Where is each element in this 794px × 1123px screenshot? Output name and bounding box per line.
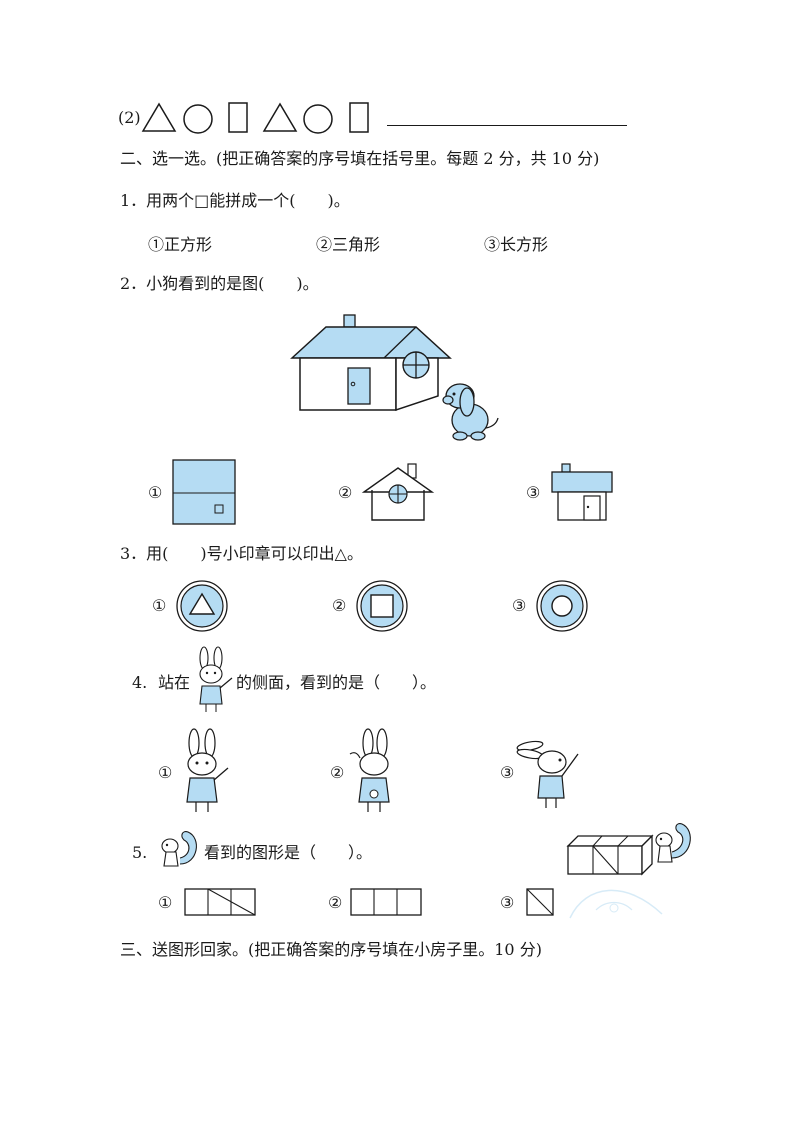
- q2-option-mark-1[interactable]: ①: [148, 483, 163, 502]
- q2-option-mark-3[interactable]: ③: [526, 483, 541, 502]
- q2-label: (2): [118, 108, 141, 127]
- q5-option-2-figure[interactable]: [350, 888, 424, 918]
- q2-option-mark-2[interactable]: ②: [338, 483, 353, 502]
- q5-option-mark-1[interactable]: ①: [158, 893, 173, 912]
- squirrel-icon: [161, 831, 197, 867]
- q4-text-pre: 站在: [158, 673, 191, 692]
- q5-option-3-figure[interactable]: [526, 888, 556, 918]
- q5-option-1-figure[interactable]: [184, 888, 258, 918]
- triangle-shape: [262, 102, 298, 132]
- q4-number: 4.: [132, 673, 148, 692]
- q5-number: 5.: [132, 843, 148, 862]
- q2-option-1-figure[interactable]: [172, 459, 238, 527]
- q4-option-mark-3[interactable]: ③: [500, 763, 515, 782]
- q5-option-mark-2[interactable]: ②: [328, 893, 343, 912]
- q1-option-1[interactable]: ①正方形: [148, 235, 213, 254]
- q4-option-mark-2[interactable]: ②: [330, 763, 345, 782]
- q3-option-mark-1[interactable]: ①: [152, 596, 167, 615]
- q1-option-2[interactable]: ②三角形: [316, 235, 381, 254]
- triangle-shape: [141, 102, 177, 132]
- q2-option-2-figure[interactable]: [361, 462, 435, 524]
- rabbit-icon[interactable]: [346, 728, 402, 814]
- q3-option-mark-3[interactable]: ③: [512, 596, 527, 615]
- q3-text: 3．用( )号小印章可以印出△。: [120, 544, 363, 563]
- q5-option-mark-3[interactable]: ③: [500, 893, 515, 912]
- house-icon: [290, 314, 452, 412]
- stamp-icon[interactable]: [356, 580, 408, 632]
- watermark-decoration: [569, 889, 663, 919]
- q4-option-mark-1[interactable]: ①: [158, 763, 173, 782]
- q2-text: 2．小狗看到的是图( )。: [120, 274, 319, 293]
- rabbit-icon[interactable]: [516, 732, 586, 812]
- answer-line[interactable]: [387, 125, 627, 126]
- rectangle-shape: [228, 102, 248, 133]
- q2-option-3-figure[interactable]: [550, 462, 616, 524]
- circle-shape: [183, 104, 213, 134]
- stamp-icon[interactable]: [536, 580, 588, 632]
- dog-icon: [442, 383, 499, 441]
- rectangle-shape: [349, 102, 369, 133]
- circle-shape: [303, 104, 333, 134]
- q4-text-post: 的侧面，看到的是（ ）。: [236, 673, 437, 692]
- rabbit-icon: [199, 646, 233, 712]
- q3-option-mark-2[interactable]: ②: [332, 596, 347, 615]
- prism-figure: [566, 834, 654, 876]
- q1-text: 1．用两个□能拼成一个( )。: [120, 191, 350, 210]
- q2-shape-pattern: [141, 102, 369, 134]
- q5-text: 看到的图形是（ ）。: [204, 843, 373, 862]
- section3-heading: 三、送图形回家。(把正确答案的序号填在小房子里。10 分): [120, 940, 542, 959]
- stamp-icon[interactable]: [176, 580, 228, 632]
- section2-heading: 二、选一选。(把正确答案的序号填在括号里。每题 2 分，共 10 分): [120, 149, 600, 168]
- rabbit-icon[interactable]: [176, 728, 232, 814]
- q1-option-3[interactable]: ③长方形: [484, 235, 549, 254]
- squirrel-icon: [655, 823, 691, 863]
